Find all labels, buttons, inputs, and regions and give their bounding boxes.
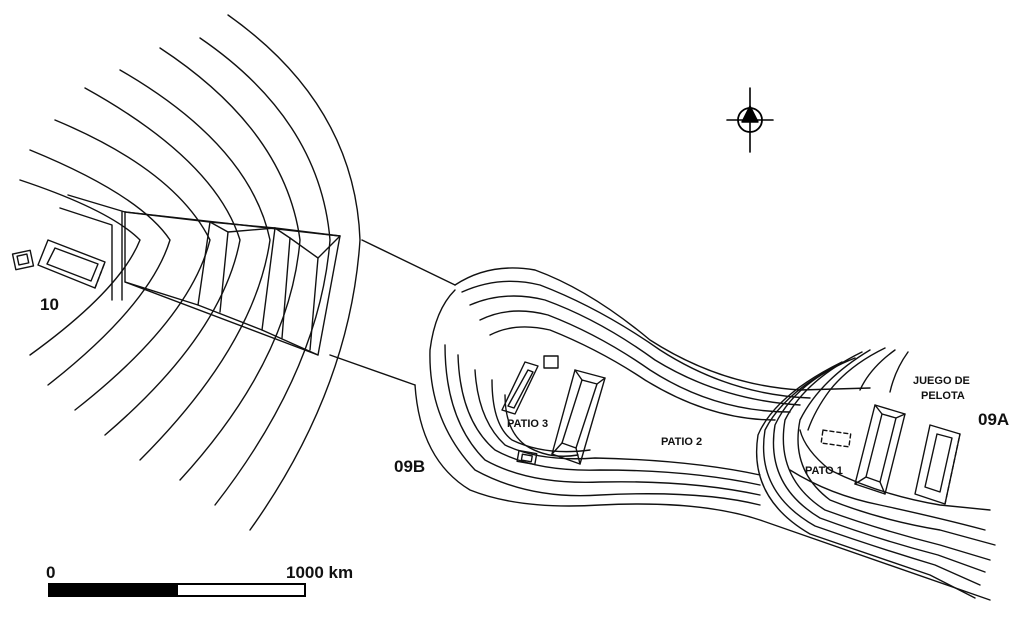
compass-north-icon bbox=[726, 87, 774, 153]
site-09a-contours bbox=[755, 347, 996, 599]
causeway bbox=[329, 239, 456, 386]
scale-end-label: 1000 km bbox=[286, 563, 354, 582]
site-09a-structures bbox=[820, 404, 961, 505]
scale-bar-white-segment bbox=[176, 583, 306, 597]
site-09b-contours bbox=[414, 267, 991, 601]
west-contour-lines bbox=[19, 14, 361, 531]
label-site-09b: 09B bbox=[394, 457, 426, 476]
label-juego-line1: JUEGO DE bbox=[913, 375, 970, 387]
stepped-pyramid bbox=[124, 211, 341, 356]
label-patio-3: PATIO 3 bbox=[507, 418, 549, 430]
label-site-09a: 09A bbox=[978, 410, 1010, 429]
label-patio-2: PATIO 2 bbox=[661, 436, 703, 448]
label-pato-1: PATO 1 bbox=[805, 465, 843, 477]
scale-start-label: 0 bbox=[46, 563, 56, 582]
site-09b-structures bbox=[501, 355, 606, 466]
label-juego-line2: PELOTA bbox=[921, 390, 965, 402]
structure-10 bbox=[11, 239, 106, 289]
scale-bar-black-segment bbox=[48, 583, 178, 597]
west-road bbox=[59, 194, 126, 301]
label-site-10: 10 bbox=[40, 295, 59, 314]
